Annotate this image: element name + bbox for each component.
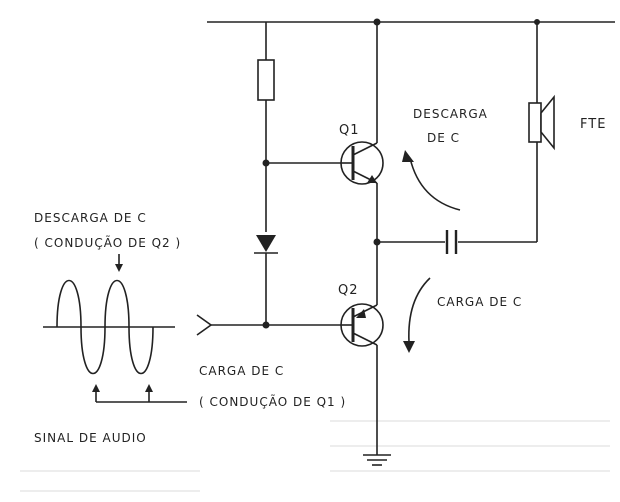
carga-label-right: CARGA DE C xyxy=(437,295,522,309)
transistor-q1 xyxy=(340,141,384,185)
descarga-curve xyxy=(409,157,461,211)
sinal-audio-label: SINAL DE AUDIO xyxy=(34,431,147,445)
descarga-pointer-icon xyxy=(115,264,123,272)
carga-de-c-label: CARGA DE C xyxy=(199,364,284,378)
transistor-q2 xyxy=(340,303,384,347)
background-texture xyxy=(20,420,610,492)
carga-pointer-left-icon xyxy=(92,384,100,392)
descarga-label-line2: DE C xyxy=(427,131,460,145)
resistor xyxy=(257,59,275,101)
q2-label: Q2 xyxy=(338,283,359,298)
ground-icon xyxy=(363,454,391,466)
sine-waveform xyxy=(56,279,154,375)
descarga-de-c-label: DESCARGA DE C xyxy=(34,211,147,225)
conducao-q1-label: ( CONDUÇÃO DE Q1 ) xyxy=(199,394,346,409)
conducao-q2-label: ( CONDUÇÃO DE Q2 ) xyxy=(34,235,181,250)
input-arrow xyxy=(196,314,213,336)
speaker-icon xyxy=(528,94,555,151)
diode-symbol xyxy=(256,235,276,252)
descarga-label-line1: DESCARGA xyxy=(413,107,488,121)
carga-arrowhead-icon xyxy=(403,341,415,353)
fte-label: FTE xyxy=(580,117,606,132)
carga-curve xyxy=(408,277,431,343)
q1-label: Q1 xyxy=(339,123,360,138)
descarga-arrowhead-icon xyxy=(402,150,414,162)
carga-pointer-right-icon xyxy=(145,384,153,392)
